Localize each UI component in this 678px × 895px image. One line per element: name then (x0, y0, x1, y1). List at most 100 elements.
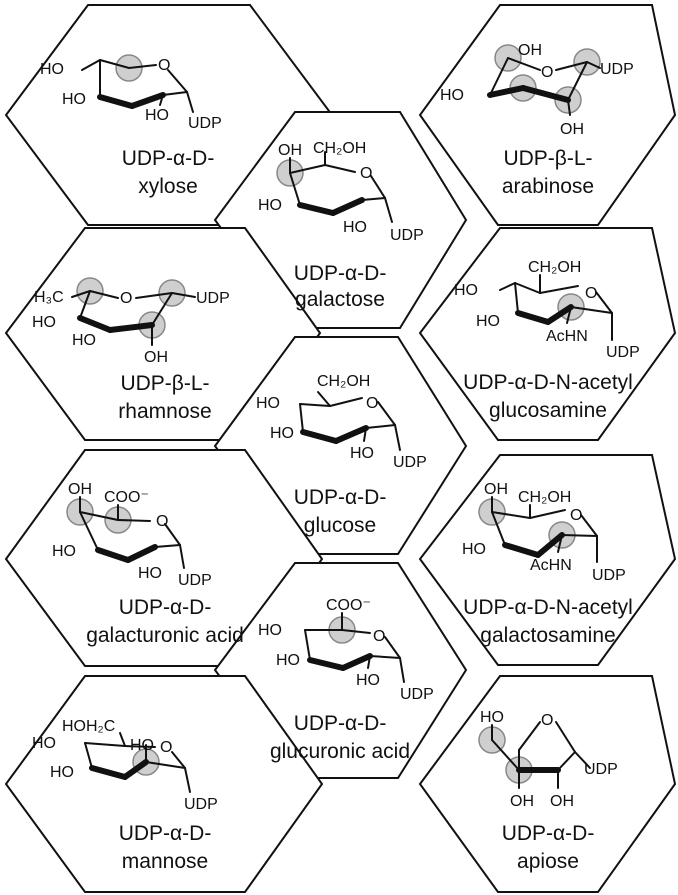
glucose-atom-3: O (366, 395, 378, 412)
glucose-name-line1: UDP-α-D- (294, 486, 387, 509)
arabinose-atom-5: OH (560, 121, 584, 138)
arabinose-atom-4: HO (440, 87, 464, 104)
xylose-atom-5: UDP (188, 115, 222, 132)
apiose-name-line2: apiose (517, 850, 579, 873)
rhamnose-structure: H₃C O UDP HO HO OH UDP-β-L- rhamnose (32, 277, 230, 423)
apiose-atom-2: O (541, 712, 553, 729)
glucuronic-structure: COO⁻ HO O HO HO UDP UDP-α-D- glucuronic … (258, 597, 434, 763)
rhamnose-atom-4: HO (32, 314, 56, 331)
galnac-atom-3: O (570, 507, 582, 524)
rhamnose-atom-1: H₃C (34, 289, 64, 306)
tile-mannose-hex (4, 675, 324, 893)
glcnac-atom-3: O (585, 285, 597, 302)
mannose-atom-1: HOH₂C (62, 718, 115, 735)
galacturonic-name-line2: galacturonic acid (86, 624, 244, 647)
glucuronic-atom-2: HO (258, 622, 282, 639)
glucuronic-atom-1: COO⁻ (326, 597, 371, 614)
glucuronic-name-line1: UDP-α-D- (294, 712, 387, 735)
apiose-atom-5: UDP (584, 761, 618, 778)
apiose-name-line1: UDP-α-D- (502, 822, 595, 845)
arabinose-structure: OH O UDP HO OH UDP-β-L- arabinose (440, 42, 634, 198)
galactose-name-line1: UDP-α-D- (294, 262, 387, 285)
rhamnose-name-line1: UDP-β-L- (120, 372, 209, 395)
apiose-atom-3: OH (510, 793, 534, 810)
glcnac-atom-6: UDP (606, 344, 640, 361)
glucose-structure: CH₂OH HO O HO HO UDP UDP-α-D- glucose (256, 373, 427, 537)
rhamnose-atom-2: O (120, 290, 132, 307)
galnac-structure: OH CH₂OH O HO AcHN UDP UDP-α-D-N-acetyl … (462, 481, 633, 647)
galnac-atom-1: OH (484, 481, 508, 498)
glucose-atom-4: HO (270, 425, 294, 442)
arabinose-name-line1: UDP-β-L- (503, 147, 592, 170)
xylose-name-line2: xylose (138, 175, 198, 198)
glcnac-structure: CH₂OH HO O HO AcHN UDP UDP-α-D-N-acetyl … (454, 259, 640, 422)
glucose-atom-1: CH₂OH (317, 373, 370, 390)
apiose-atom-4: OH (550, 793, 574, 810)
glucuronic-atom-4: HO (276, 652, 300, 669)
rhamnose-atom-5: HO (72, 332, 96, 349)
galacturonic-atom-4: HO (52, 543, 76, 560)
xylose-atom-4: HO (145, 107, 169, 124)
galactose-name-line2: galactose (295, 288, 385, 311)
galactose-structure: OH CH₂OH O HO HO UDP UDP-α-D- galactose (258, 140, 424, 311)
galnac-atom-2: CH₂OH (518, 489, 571, 506)
galnac-name-line2: galactosamine (480, 624, 615, 647)
xylose-atom-2: O (158, 57, 170, 74)
xylose-atom-3: HO (62, 91, 86, 108)
galacturonic-atom-1: OH (68, 481, 92, 498)
galactose-atom-4: HO (258, 197, 282, 214)
mannose-atom-4: O (160, 739, 172, 756)
arabinose-atom-1: OH (518, 42, 542, 59)
rhamnose-atom-6: OH (144, 349, 168, 366)
glcnac-name-line2: glucosamine (489, 399, 607, 422)
galactose-atom-5: HO (343, 219, 367, 236)
glucuronic-atom-6: UDP (400, 686, 434, 703)
galacturonic-name-line1: UDP-α-D- (119, 596, 212, 619)
galacturonic-atom-2: COO⁻ (104, 489, 149, 506)
mannose-atom-3: HO (130, 737, 154, 754)
glcnac-atom-4: HO (476, 313, 500, 330)
galactose-atom-2: CH₂OH (313, 140, 366, 157)
mannose-atom-5: HO (50, 764, 74, 781)
galnac-atom-5: AcHN (530, 557, 572, 574)
rhamnose-atom-3: UDP (196, 290, 230, 307)
glucose-atom-6: UDP (393, 454, 427, 471)
rhamnose-name-line2: rhamnose (118, 400, 211, 423)
galactose-atom-1: OH (278, 142, 302, 159)
mannose-atom-6: UDP (184, 796, 218, 813)
xylose-atom-1: HO (40, 61, 64, 78)
xylose-structure: HO O HO HO UDP UDP-α-D- xylose (40, 54, 222, 198)
glucuronic-atom-3: O (373, 628, 385, 645)
galacturonic-atom-3: O (156, 513, 168, 530)
galnac-atom-4: HO (462, 541, 486, 558)
glcnac-name-line1: UDP-α-D-N-acetyl (463, 371, 633, 394)
glucose-atom-5: HO (350, 445, 374, 462)
mannose-name-line2: mannose (122, 850, 208, 873)
glcnac-atom-5: AcHN (546, 328, 588, 345)
glcnac-atom-1: CH₂OH (528, 259, 581, 276)
galnac-name-line1: UDP-α-D-N-acetyl (463, 596, 633, 619)
galactose-atom-6: UDP (390, 227, 424, 244)
mannose-structure: HOH₂C HO HO O HO UDP UDP-α-D- mannose (32, 718, 218, 873)
galacturonic-atom-5: HO (138, 565, 162, 582)
glucuronic-atom-5: HO (356, 672, 380, 689)
tile-arabinose-hex (418, 4, 677, 226)
mannose-atom-2: HO (32, 735, 56, 752)
galacturonic-atom-6: UDP (178, 572, 212, 589)
glucose-atom-2: HO (256, 395, 280, 412)
galnac-atom-6: UDP (592, 567, 626, 584)
glucose-name-line2: glucose (304, 514, 376, 537)
apiose-structure: HO O OH OH UDP UDP-α-D- apiose (478, 709, 618, 873)
tile-glcnac-hex (418, 227, 677, 441)
galacturonic-structure: OH COO⁻ O HO HO UDP UDP-α-D- galacturoni… (52, 481, 244, 647)
arabinose-name-line2: arabinose (502, 175, 594, 198)
mannose-name-line1: UDP-α-D- (119, 822, 212, 845)
arabinose-atom-3: UDP (600, 61, 634, 78)
xylose-name-line1: UDP-α-D- (122, 147, 215, 170)
apiose-atom-1: HO (480, 709, 504, 726)
arabinose-atom-2: O (541, 64, 553, 81)
glcnac-atom-2: HO (454, 282, 478, 299)
galactose-atom-3: O (360, 165, 372, 182)
